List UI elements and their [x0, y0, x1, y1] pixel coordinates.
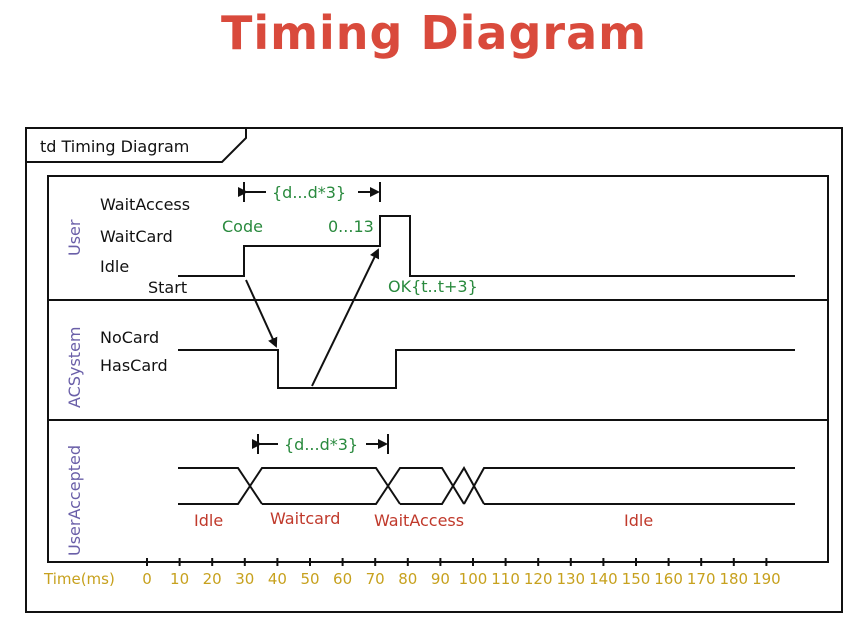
outer-frame	[25, 127, 843, 613]
message-arrow-response	[311, 248, 380, 387]
axis-tick-label: 70	[366, 570, 385, 588]
axis-tick-label: 190	[752, 570, 781, 588]
axis-tick-label: 170	[687, 570, 716, 588]
axis-tick-label: 180	[719, 570, 748, 588]
duration-bottom-label: {d...d*3}	[284, 435, 358, 454]
axis-tick-label: 100	[459, 570, 488, 588]
axis-tick-label: 10	[170, 570, 189, 588]
state-waitaccess: WaitAccess	[100, 195, 190, 214]
diagram-title: Timing Diagram	[220, 6, 648, 60]
state-ua-waitaccess: WaitAccess	[374, 511, 464, 530]
state-ua-idle: Idle	[194, 511, 223, 530]
axis-label: Time(ms)	[43, 570, 115, 588]
axis-tick-label: 30	[235, 570, 254, 588]
axis-tick-label: 140	[589, 570, 618, 588]
state-ua-idle-2: Idle	[624, 511, 653, 530]
annotation-range: 0...13	[328, 217, 374, 236]
axis-tick-label: 50	[300, 570, 319, 588]
message-arrow-code	[245, 279, 278, 348]
axis-tick-label: 160	[654, 570, 683, 588]
useraccepted-signal	[178, 466, 795, 505]
user-signal	[178, 215, 795, 277]
axis-tick-label: 60	[333, 570, 352, 588]
axis-tick-label: 90	[431, 570, 450, 588]
lanes-box	[47, 175, 829, 563]
axis-tick-label: 0	[142, 570, 152, 588]
state-start: Start	[148, 278, 187, 297]
useraccepted-guide	[178, 468, 482, 504]
state-hascard: HasCard	[100, 356, 168, 375]
duration-top-label: {d...d*3}	[272, 183, 346, 202]
lane-name-useraccepted: UserAccepted	[65, 445, 84, 556]
axis-tick-label: 80	[398, 570, 417, 588]
lane-name-acsystem: ACSystem	[65, 327, 84, 409]
axis-tick-label: 150	[622, 570, 651, 588]
state-nocard: NoCard	[100, 328, 159, 347]
state-idle: Idle	[100, 257, 129, 276]
frame-label-tab	[26, 128, 247, 163]
lane-name-user: User	[65, 219, 84, 256]
axis-tick-label: 20	[203, 570, 222, 588]
axis-tick-label: 40	[268, 570, 287, 588]
annotation-ok: OK{t..t+3}	[388, 277, 478, 296]
acsystem-signal	[178, 349, 795, 389]
state-ua-waitcard: Waitcard	[270, 509, 340, 528]
axis-tick-label: 110	[491, 570, 520, 588]
axis-tick-label: 130	[556, 570, 585, 588]
frame-label: td Timing Diagram	[40, 137, 189, 156]
state-waitcard: WaitCard	[100, 227, 173, 246]
axis-tick-label: 120	[524, 570, 553, 588]
annotation-code: Code	[222, 217, 263, 236]
